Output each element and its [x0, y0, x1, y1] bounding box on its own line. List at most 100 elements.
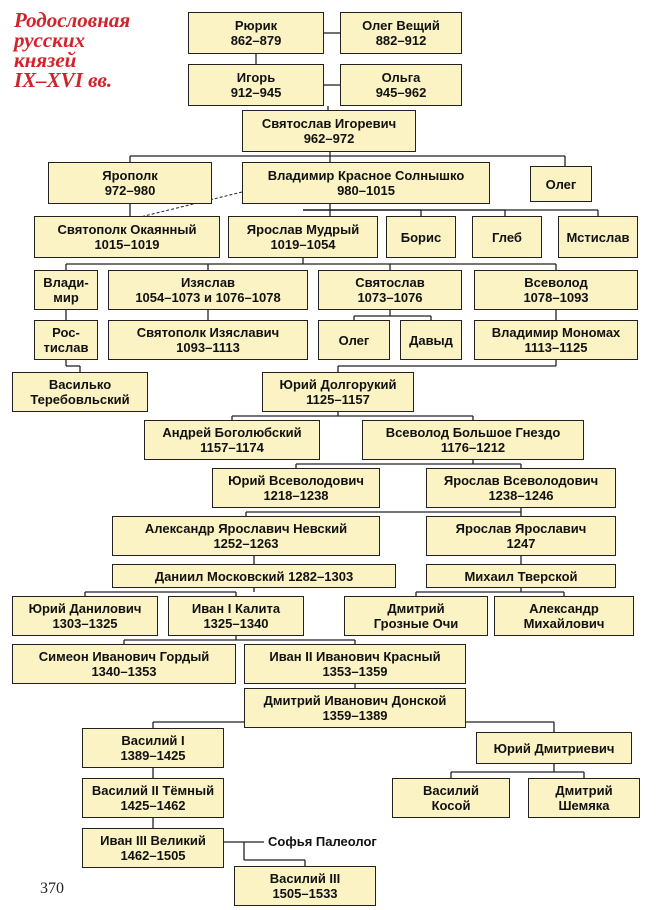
person-box-oleg-s: Олег [530, 166, 592, 202]
person-name: Святослав [355, 275, 425, 290]
person-name: Иван III Великий [100, 833, 206, 848]
person-box-mikhail-tverskoy: Михаил Тверской [426, 564, 616, 588]
person-box-daniil-moskovsky: Даниил Московский 1282–1303 [112, 564, 396, 588]
person-name: Александр Ярославич Невский [144, 521, 348, 536]
person-detail: Грозные Очи [373, 616, 459, 631]
title-line-3: князей [14, 48, 77, 72]
person-name: Симеон Иванович Гордый [38, 649, 210, 664]
person-name: Владимир Красное Солнышко [267, 168, 465, 183]
person-name: Юрий Дмитриевич [493, 740, 615, 756]
person-detail: 1078–1093 [523, 290, 589, 305]
person-detail: 1389–1425 [120, 748, 186, 763]
person-name: Юрий Данилович [28, 601, 142, 616]
person-detail: 962–972 [303, 131, 355, 146]
person-box-rostislav: Рос-тислав [34, 320, 98, 360]
person-detail: 1238–1246 [488, 488, 554, 503]
person-name: Юрий Всеволодович [228, 473, 364, 488]
person-name: Олег [545, 176, 577, 192]
person-detail: 912–945 [230, 85, 282, 100]
person-name: Всеволод Большое Гнездо [385, 425, 561, 440]
person-name: Давыд [409, 332, 453, 348]
page-number: 370 [40, 880, 64, 897]
person-box-yuri-dmitrievich: Юрий Дмитриевич [476, 732, 632, 764]
person-name: Борис [400, 229, 442, 245]
person-detail: 1113–1125 [524, 340, 588, 355]
person-detail: 945–962 [375, 85, 427, 100]
person-name: Василий I [121, 733, 185, 748]
spouse-label-sofia: Софья Палеолог [268, 834, 377, 849]
person-detail: 1073–1076 [357, 290, 423, 305]
person-name: Даниил Московский 1282–1303 [154, 568, 354, 584]
person-detail: 1325–1340 [203, 616, 269, 631]
person-detail: Михайлович [523, 616, 605, 631]
person-detail: Шемяка [558, 798, 610, 813]
person-name: Ярослав Ярославич [455, 521, 587, 536]
person-detail: 972–980 [104, 183, 156, 198]
person-name: Рос- [52, 325, 80, 340]
person-name: Мстислав [566, 229, 630, 245]
person-name: Ярослав Мудрый [246, 222, 360, 237]
person-name: Василий [422, 783, 480, 798]
person-detail: 1505–1533 [272, 886, 338, 901]
person-detail: 1054–1073 и 1076–1078 [135, 290, 281, 305]
person-detail: 1093–1113 [176, 340, 240, 355]
person-detail: мир [53, 290, 79, 305]
person-detail: тислав [43, 340, 89, 355]
person-name: Влади- [43, 275, 89, 290]
person-box-mstislav: Мстислав [558, 216, 638, 258]
title-line-2: русских [14, 28, 86, 52]
person-name: Александр [529, 601, 599, 616]
person-detail: 1157–1174 [200, 440, 264, 455]
person-detail: 1218–1238 [263, 488, 329, 503]
person-name: Владимир Мономах [491, 325, 621, 340]
person-name: Игорь [236, 70, 276, 85]
person-detail: 1462–1505 [120, 848, 186, 863]
person-name: Всеволод [524, 275, 588, 290]
person-detail: 1353–1359 [322, 664, 388, 679]
person-detail: 1176–1212 [440, 440, 506, 455]
person-box-gleb: Глеб [472, 216, 542, 258]
person-detail: 1015–1019 [94, 237, 160, 252]
title-line-1: Родословная [14, 8, 131, 32]
person-name: Дмитрий [555, 783, 613, 798]
title-line-4: IX–XVI вв. [14, 68, 113, 92]
person-name: Рюрик [234, 18, 278, 33]
person-detail: 1340–1353 [91, 664, 157, 679]
person-name: Андрей Боголюбский [162, 425, 302, 440]
person-detail: 980–1015 [337, 183, 395, 198]
person-detail: 1252–1263 [213, 536, 279, 551]
person-name: Михаил Тверской [464, 568, 578, 584]
person-name: Святополк Окаянный [57, 222, 197, 237]
person-name: Ярополк [102, 168, 158, 183]
person-detail: 1247 [506, 536, 536, 551]
